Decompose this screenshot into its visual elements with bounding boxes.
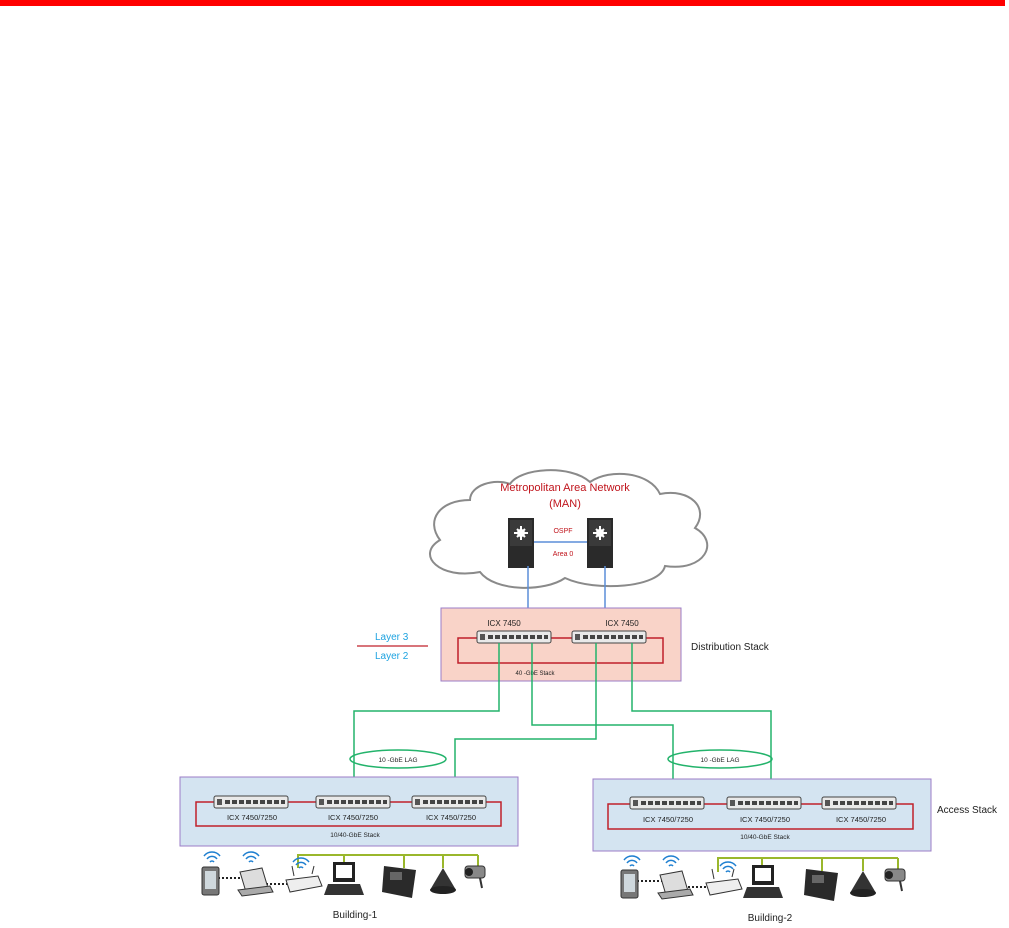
- top-red-bar: [0, 0, 1005, 6]
- man-subtitle: (MAN): [549, 498, 581, 510]
- wifi-icon: [662, 855, 680, 867]
- lag-ellipse-left: [349, 749, 447, 769]
- distribution-stack-label: 40 -GbE Stack: [515, 671, 555, 677]
- b1-switch-1-label: ICX 7450/7250: [227, 813, 277, 822]
- switch-icon: [213, 795, 289, 809]
- access-point-icon: [285, 865, 323, 893]
- building-2-endpoints: [620, 855, 906, 901]
- building-1-label: Building-1: [333, 910, 378, 921]
- lag-label-right: 10 -GbE LAG: [700, 757, 739, 764]
- switch-icon: [629, 796, 705, 810]
- desktop-icon: [743, 865, 783, 898]
- router-icon: [586, 517, 614, 569]
- building-1-endpoints: [201, 851, 486, 898]
- building-2-label: Building-2: [748, 913, 793, 924]
- b1-switch-3-label: ICX 7450/7250: [426, 813, 476, 822]
- camera-icon: [884, 868, 906, 892]
- wifi-icon: [623, 855, 641, 867]
- router-icon: [507, 517, 535, 569]
- ip-phone-icon: [382, 866, 416, 898]
- b1-stack-label: 10/40-GbE Stack: [330, 832, 380, 839]
- lag-label-left: 10 -GbE LAG: [378, 757, 417, 764]
- b2-switch-2-label: ICX 7450/7250: [740, 815, 790, 824]
- area-label: Area 0: [553, 551, 574, 558]
- access-stack-box-building-1: [179, 776, 519, 847]
- laptop-icon: [237, 867, 274, 897]
- b2-switch-3-label: ICX 7450/7250: [836, 815, 886, 824]
- distribution-stack-box: [440, 607, 682, 682]
- switch-icon: [726, 796, 802, 810]
- distribution-stack-title: Distribution Stack: [691, 642, 770, 653]
- lag-links: [353, 643, 772, 795]
- conference-phone-icon: [430, 868, 456, 894]
- ip-phone-icon: [804, 869, 838, 901]
- layer3-label: Layer 3: [375, 632, 409, 643]
- wifi-icon: [203, 851, 221, 863]
- camera-icon: [464, 865, 486, 889]
- switch-icon: [411, 795, 487, 809]
- wifi-icon: [292, 857, 310, 869]
- switch-icon: [821, 796, 897, 810]
- tablet-icon: [201, 866, 220, 896]
- b2-switch-1-label: ICX 7450/7250: [643, 815, 693, 824]
- access-stack-box-building-2: [592, 778, 932, 852]
- b1-switch-2-label: ICX 7450/7250: [328, 813, 378, 822]
- lag-ellipse-right: [667, 749, 773, 769]
- ospf-label: OSPF: [553, 528, 572, 535]
- switch-icon: [571, 630, 647, 644]
- wifi-icon: [242, 851, 260, 863]
- conference-phone-icon: [850, 871, 876, 897]
- distribution-switch-1-label: ICX 7450: [487, 619, 521, 628]
- b2-stack-label: 10/40-GbE Stack: [740, 834, 790, 841]
- desktop-icon: [324, 862, 364, 895]
- distribution-switch-2-label: ICX 7450: [605, 619, 639, 628]
- laptop-icon: [657, 870, 694, 900]
- man-title: Metropolitan Area Network: [500, 482, 630, 494]
- switch-icon: [315, 795, 391, 809]
- layer2-label: Layer 2: [375, 651, 409, 662]
- tablet-icon: [620, 869, 639, 899]
- man-cloud: [429, 469, 709, 589]
- switch-icon: [476, 630, 552, 644]
- access-point-icon: [705, 868, 743, 896]
- access-stack-title: Access Stack: [937, 805, 998, 816]
- distribution-stack-ring: [457, 637, 664, 664]
